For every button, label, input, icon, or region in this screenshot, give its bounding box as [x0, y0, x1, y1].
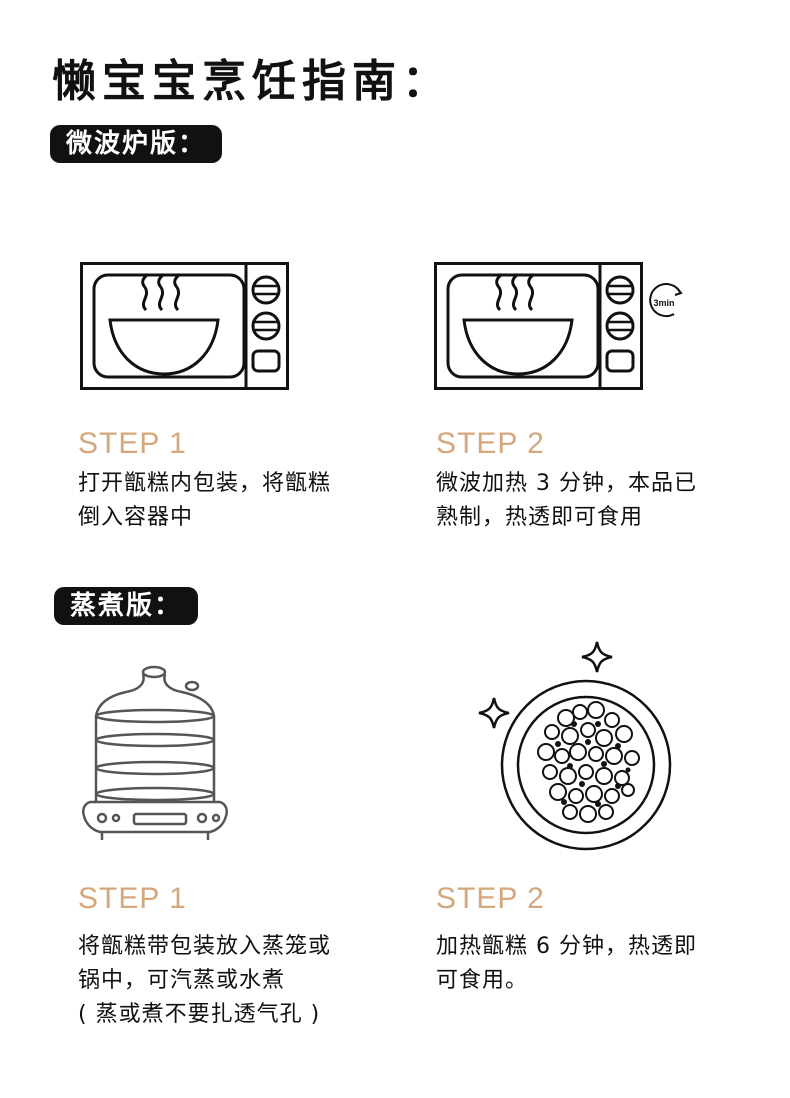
timer-icon: 3min	[649, 283, 683, 317]
steam-section-label: 蒸煮版：	[54, 587, 199, 625]
microwave-timer-icon: 3min	[434, 262, 683, 390]
steam-step2-label: STEP 2	[436, 882, 545, 915]
page-title: 懒宝宝烹饪指南：	[52, 56, 452, 107]
microwave-step2-label: STEP 2	[436, 427, 545, 460]
microwave-section-label: 微波炉版：	[50, 125, 223, 163]
food-plate-icon	[478, 641, 672, 851]
steam-step1-text: 将甑糕带包装放入蒸笼或 锅中，可汽蒸或水煮 ( 蒸或煮不要扎透气孔 )	[78, 934, 332, 1027]
steam-step1-label: STEP 1	[78, 882, 187, 915]
microwave-step1-label: STEP 1	[78, 427, 187, 460]
microwave-step2-text: 微波加热 3 分钟，本品已 熟制，热透即可食用	[436, 471, 697, 530]
microwave-icon	[80, 262, 289, 390]
microwave-step1-text: 打开甑糕内包装，将甑糕 倒入容器中	[78, 471, 332, 530]
timer-badge: 3min	[653, 298, 674, 308]
steamer-icon	[82, 665, 228, 840]
steam-step2-text: 加热甑糕 6 分钟，热透即 可食用。	[436, 934, 697, 993]
